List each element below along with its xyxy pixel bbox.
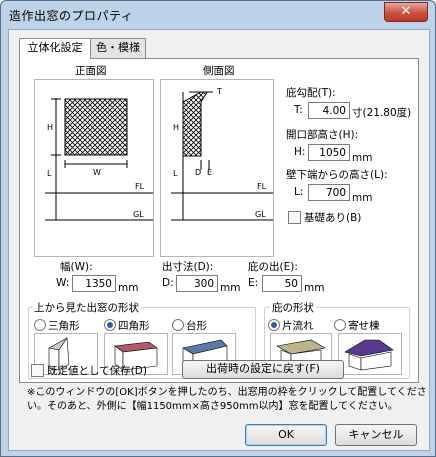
note-line-1: ※このウィンドウの[OK]ボタンを押したのち、出窓用の枠をクリックして配置してく… bbox=[27, 387, 427, 398]
foundation-checkbox[interactable] bbox=[288, 211, 301, 224]
eave-shape-shed-radio[interactable] bbox=[268, 319, 280, 331]
side-view-drawing: T H L D E FL GL bbox=[171, 87, 273, 221]
plan-shape-title: 上から見た出窓の形状 bbox=[32, 300, 141, 315]
opening-height-input[interactable]: 1050 bbox=[308, 144, 350, 161]
dialog-client: 立体化設定 色・模様 正面図 bbox=[8, 29, 430, 451]
tab-color-pattern[interactable]: 色・模様 bbox=[90, 38, 146, 58]
wall-bottom-input[interactable]: 700 bbox=[308, 184, 350, 201]
width-prefix: W: bbox=[56, 277, 70, 289]
foundation-label: 基礎あり(B) bbox=[304, 212, 362, 224]
projection-prefix: D: bbox=[162, 277, 174, 289]
eave-out-input[interactable]: 50 bbox=[262, 275, 302, 292]
reset-defaults-button[interactable]: 出荷時の設定に戻す(F) bbox=[182, 360, 344, 379]
plan-shape-trapezoid-label: 台形 bbox=[186, 320, 207, 332]
rectangle-shape-preview[interactable] bbox=[104, 333, 168, 375]
front-w-label: W bbox=[93, 168, 101, 177]
side-h-label: H bbox=[173, 123, 179, 132]
eave-shape-hip-label: 寄せ棟 bbox=[348, 320, 380, 332]
side-fl-label: FL bbox=[257, 182, 267, 191]
front-h-label: H bbox=[47, 123, 53, 132]
close-button[interactable]: ✕ bbox=[384, 2, 428, 22]
ok-button[interactable]: OK bbox=[245, 424, 327, 446]
front-l-label: L bbox=[47, 169, 52, 178]
eave-out-unit: mm bbox=[304, 282, 325, 294]
side-l-label: L bbox=[173, 169, 178, 178]
tab-panel: 正面図 H bbox=[19, 58, 419, 383]
hip-roof-preview[interactable] bbox=[338, 333, 402, 375]
side-gl-label: GL bbox=[255, 210, 266, 219]
roof-slope-unit: 寸(21.80度) bbox=[352, 107, 412, 119]
roof-slope-input[interactable]: 4.00 bbox=[308, 102, 350, 119]
plan-shape-triangle-radio[interactable] bbox=[34, 319, 46, 331]
front-fl-label: FL bbox=[135, 182, 145, 191]
front-gl-label: GL bbox=[133, 210, 144, 219]
roof-slope-prefix: T: bbox=[294, 104, 303, 116]
roof-slope-label: 庇勾配(T): bbox=[286, 87, 336, 99]
front-view-diagram: H L W FL GL bbox=[34, 79, 154, 257]
side-t-label: T bbox=[216, 87, 222, 96]
projection-input[interactable]: 300 bbox=[176, 275, 218, 292]
save-default-label: 既定値として保存(D) bbox=[47, 365, 147, 377]
title-bar[interactable]: 造作出窓のプロパティ ✕ bbox=[1, 1, 435, 27]
side-view-title: 側面図 bbox=[203, 65, 235, 77]
width-label: 幅(W): bbox=[60, 261, 93, 273]
eave-out-prefix: E: bbox=[248, 277, 259, 289]
width-input[interactable]: 1350 bbox=[72, 275, 116, 292]
tab-3d-settings[interactable]: 立体化設定 bbox=[19, 38, 91, 59]
eave-shape-hip-radio[interactable] bbox=[334, 319, 346, 331]
eave-out-label: 庇の出(E): bbox=[248, 261, 298, 273]
projection-label: 出寸法(D): bbox=[162, 261, 214, 273]
save-default-checkbox[interactable] bbox=[31, 364, 44, 377]
projection-unit: mm bbox=[220, 282, 241, 294]
opening-height-prefix: H: bbox=[294, 146, 306, 158]
front-view-drawing: H L W FL GL bbox=[45, 98, 153, 221]
side-e-label: E bbox=[207, 168, 212, 177]
cancel-button[interactable]: キャンセル bbox=[335, 424, 417, 446]
opening-height-label: 開口部高さ(H): bbox=[286, 129, 359, 141]
wall-bottom-label: 壁下端からの高さ(L): bbox=[286, 169, 388, 181]
plan-shape-rectangle-label: 四角形 bbox=[118, 320, 150, 332]
front-view-title: 正面図 bbox=[75, 65, 107, 77]
wall-bottom-prefix: L: bbox=[294, 186, 304, 198]
triangle-shape-preview[interactable] bbox=[34, 333, 98, 375]
side-view-diagram: T H L D E FL GL bbox=[160, 79, 274, 257]
plan-shape-triangle-label: 三角形 bbox=[48, 320, 80, 332]
plan-shape-rectangle-radio[interactable] bbox=[104, 319, 116, 331]
wall-bottom-unit: mm bbox=[352, 192, 373, 204]
plan-shape-group bbox=[28, 307, 256, 379]
window-title: 造作出窓のプロパティ bbox=[9, 9, 134, 23]
note-line-2: い。そのあと、外側に【幅1150mm×高さ950mm以内】窓を配置してください。 bbox=[27, 401, 398, 412]
plan-shape-trapezoid-radio[interactable] bbox=[172, 319, 184, 331]
eave-shape-shed-label: 片流れ bbox=[282, 320, 314, 332]
side-d-label: D bbox=[195, 168, 201, 177]
width-unit: mm bbox=[118, 282, 139, 294]
opening-height-unit: mm bbox=[352, 152, 373, 164]
eave-shape-title: 庇の形状 bbox=[270, 300, 316, 315]
